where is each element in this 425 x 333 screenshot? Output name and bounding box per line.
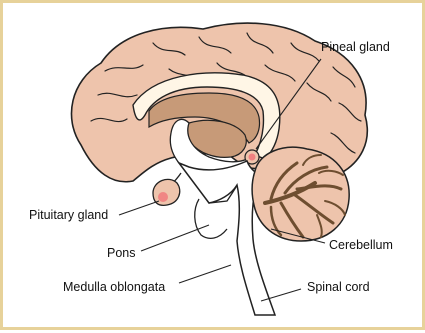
brain-diagram: Pineal gland Pituitary gland Pons Cerebe…	[3, 3, 425, 333]
pons-bulge	[195, 199, 227, 238]
label-spinal-cord: Spinal cord	[307, 280, 370, 294]
label-cerebellum: Cerebellum	[329, 238, 393, 252]
label-pituitary-gland: Pituitary gland	[29, 208, 108, 222]
label-pons: Pons	[107, 246, 136, 260]
cerebellum-shape	[252, 147, 349, 241]
label-pineal-gland: Pineal gland	[321, 40, 390, 54]
pituitary-highlight	[158, 192, 168, 202]
pineal-highlight	[249, 154, 256, 161]
label-medulla-oblongata: Medulla oblongata	[63, 280, 165, 294]
